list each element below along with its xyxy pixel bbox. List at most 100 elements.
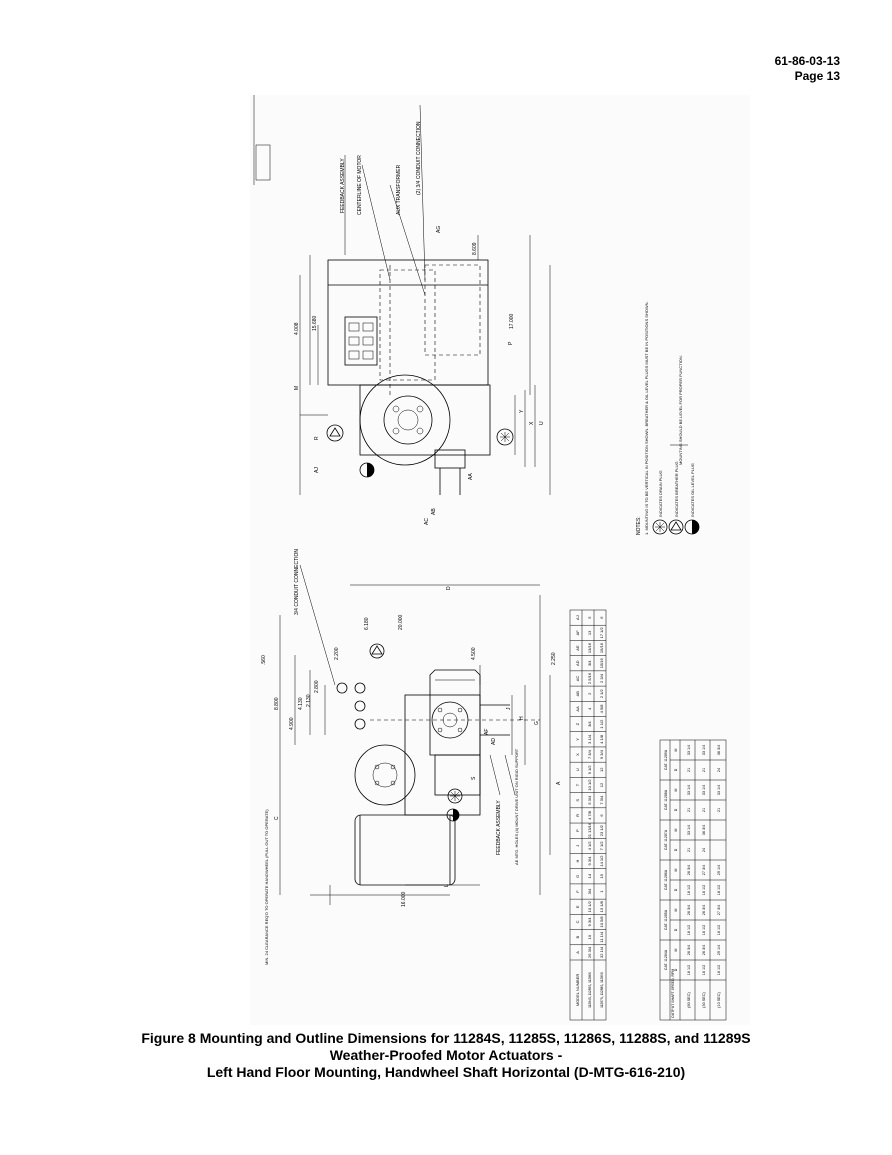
dim-table-header: AE [575, 645, 580, 651]
speed-table-cell: 16 1/2 [702, 965, 706, 976]
dim-table-header: G [575, 875, 580, 878]
caption-line-3: Left Hand Floor Mounting, Handwheel Shaf… [206, 1064, 686, 1080]
dim-table-cell: 7 3/4 [599, 795, 604, 805]
dim-table-cell: 5 [587, 616, 592, 619]
dim-table-header: B [575, 936, 580, 939]
dim-x: X [529, 421, 535, 425]
dim-table-cell: 12 [599, 782, 604, 787]
dim-table-cell: 13 1/8 [599, 900, 604, 912]
dim-table-cell: 4 1/8 [599, 734, 604, 744]
dim-4130: 4.130 [298, 697, 304, 710]
dim-560: .560 [261, 655, 267, 665]
dim-table-cell: 26 3/4 [587, 946, 592, 958]
speed-table-cell: 21 [687, 768, 691, 772]
notes-title: NOTES: [636, 516, 642, 535]
speed-table-cell: 33 1/4 [687, 745, 691, 756]
dim-table-cell: 15/16 [599, 642, 604, 653]
dim-table-header: U [575, 768, 580, 771]
speed-table-cell: (10 SEC) [717, 991, 721, 1007]
breather-plug-icon [668, 519, 684, 535]
dim-table-cell: 3 1/4 [587, 734, 592, 744]
dim-ac: AC [424, 518, 430, 525]
side-label-conduit: 3/4 CONDUIT CONNECTION [294, 549, 300, 615]
speed-table-cell: 33 1/4 [702, 785, 706, 796]
dim-table-header: X [575, 753, 580, 756]
dim-2130: 2.130 [306, 694, 312, 707]
speed-table-cell: 27 3/4 [717, 905, 721, 916]
speed-table-cell: 21 [687, 848, 691, 852]
speed-table-sub: D [674, 968, 678, 971]
dim-20000: 20.000 [398, 614, 404, 630]
drain-plug-icon [652, 519, 668, 535]
dim-table-cell: 21 13/16 [587, 822, 592, 838]
top-label-centerline: CENTERLINE OF MOTOR [357, 155, 363, 215]
dim-p: P [508, 341, 514, 345]
document-number: 61-86-03-13 Page 13 [775, 54, 840, 84]
dim-table-header: Y [575, 738, 580, 741]
speed-table-cell: 16 1/2 [717, 965, 721, 976]
dim-r: R [314, 436, 320, 440]
dim-table-cell: 2 1/2 [599, 688, 604, 698]
dim-table-cell: 1 1/2 [599, 719, 604, 729]
top-label-aux: AUX TRANSFORMER [396, 164, 402, 215]
speed-table-cell: 33 1/4 [687, 825, 691, 836]
dim-table-cell: 10 5/8 [599, 916, 604, 928]
dim-table-header: C [575, 920, 580, 923]
speed-table-cat: CAT. 11285A [664, 909, 668, 930]
speed-table-cell: 29 1/4 [717, 865, 721, 876]
speed-table-cat: CAT. 11284A [664, 949, 668, 970]
speed-table-cell: 33 1/4 [702, 745, 706, 756]
speed-table-cell: 24 [702, 848, 706, 852]
dim-g: G [534, 721, 540, 725]
dim-table-cell: 3/4 [587, 888, 592, 894]
speed-table-cell: 16 1/2 [702, 885, 706, 896]
speed-table-cell: 24 [717, 768, 721, 772]
dim-c: C [274, 816, 280, 820]
speed-table-cell: 26 3/4 [687, 905, 691, 916]
speed-table-title: OUTPUT SHAFT SPEED, RPM [671, 969, 675, 1018]
speed-table-cell: 26 3/4 [702, 945, 706, 956]
dim-table-cell: 6 [599, 616, 604, 619]
figure-caption: Figure 8 Mounting and Outline Dimensions… [0, 1030, 892, 1081]
caption-line-2: Weather-Proofed Motor Actuators - [329, 1047, 563, 1063]
dim-table-cell: 13 [587, 630, 592, 635]
dim-table-cell: 11284S, 11285S, 11286S [588, 972, 592, 1008]
speed-table-sub: D [674, 768, 678, 771]
dim-table-cell: 3/4 [587, 721, 592, 727]
dim-table-header: E [575, 905, 580, 908]
speed-table-cat: CAT. 11288A [664, 789, 668, 810]
dim-15680: 15.680 [312, 315, 318, 331]
speed-table-cell: 16 1/2 [687, 965, 691, 976]
dim-table-cell: 9 3/4 [587, 856, 592, 866]
speed-table-cell: (60 SEC) [687, 991, 691, 1007]
dim-8609: 8.609 [472, 242, 478, 255]
dim-table-cell: 32 1/4 [599, 946, 604, 958]
dim-17000: 17.000 [509, 313, 515, 329]
dim-s: S [471, 776, 477, 780]
speed-table-cell: 21 [687, 808, 691, 812]
top-label-feedback: FEEDBACK ASSEMBLY [340, 158, 346, 213]
dim-table-cell: 23 1/2 [599, 824, 604, 836]
speed-table-sub: D [674, 928, 678, 931]
drawing-svg: FEEDBACK ASSEMBLY CENTERLINE OF MOTOR AU… [250, 95, 750, 1025]
dim-table-cell: 4 5/8 [599, 704, 604, 714]
dim-table-cell: 7 3/4 [587, 749, 592, 759]
speed-table-cell: 16 1/2 [702, 925, 706, 936]
dim-table-cell: 9 3/4 [587, 917, 592, 927]
dim-table-cell: 4 7/8 [587, 810, 592, 820]
speed-table-cell: 21 [702, 808, 706, 812]
engineering-drawing: FEEDBACK ASSEMBLY CENTERLINE OF MOTOR AU… [250, 95, 750, 1025]
dim-table-cell: 2 5/16 [587, 672, 592, 684]
top-view: FEEDBACK ASSEMBLY CENTERLINE OF MOTOR AU… [253, 95, 551, 525]
dim-2800: 2.800 [314, 680, 320, 693]
page-number: Page 13 [794, 69, 840, 83]
speed-table-cell: 21 [717, 808, 721, 812]
speed-table-cell: 26 3/4 [687, 865, 691, 876]
dim-af: AF [484, 729, 490, 735]
dim-table-cell: 5 3/4 [587, 795, 592, 805]
dim-table-cell: 13/16 [587, 642, 592, 653]
dim-table-cell: 9 3/4 [599, 749, 604, 759]
speed-table-sub: D [674, 848, 678, 851]
dim-table-header: J [575, 845, 580, 847]
dim-table-header: F [575, 890, 580, 893]
